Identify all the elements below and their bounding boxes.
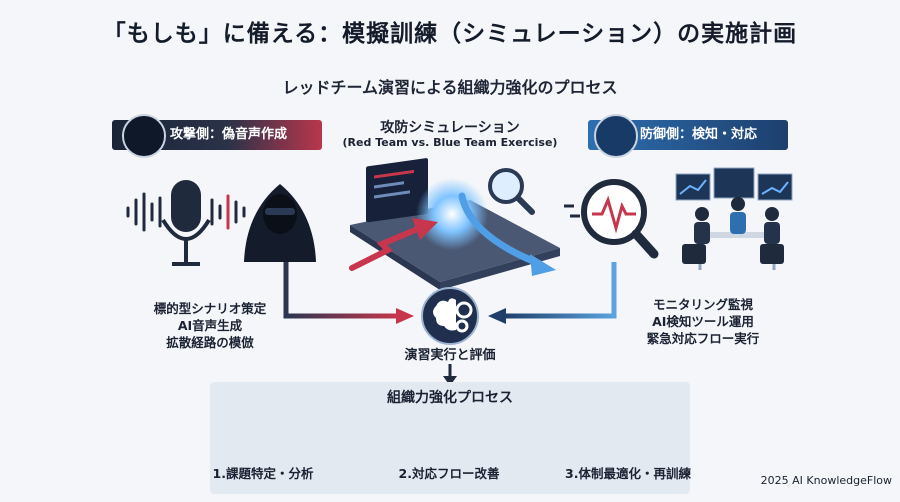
red-attack-bolt-head [412, 218, 438, 240]
defense-flow-arrowhead [488, 308, 506, 324]
page-title: 「もしも」に備える：模擬訓練（シミュレーション）の実施計画 [102, 21, 798, 47]
process-step-1: 1.課題特定・分析 [212, 466, 314, 481]
process-title: 組織力強化プロセス [387, 390, 513, 406]
detection-magnifier-icon [564, 179, 659, 259]
execution-label: 演習実行と評価 [404, 348, 496, 363]
simulation-subtitle: (Red Team vs. Blue Team Exercise) [342, 136, 558, 149]
attack-side-label: 攻撃側：偽音声作成 [170, 127, 288, 142]
page-subtitle: レッドチーム演習による組織力強化のプロセス [282, 78, 618, 97]
security-team-icon [675, 167, 793, 270]
hacker-icon [244, 184, 316, 262]
evaluation-brain-gear-icon [421, 287, 479, 345]
process-panel [210, 382, 690, 494]
hacker-badge-icon [122, 114, 166, 158]
attack-flow-arrowhead [396, 308, 414, 324]
defense-item: 緊急対応フロー実行 [646, 331, 760, 346]
microphone-icon [161, 180, 211, 266]
attack-side-banner: 攻撃側：偽音声作成 [112, 114, 322, 158]
attack-item: 拡散経路の模倣 [166, 335, 254, 350]
credit-text: 2025 AI KnowledgeFlow [760, 474, 892, 487]
defense-item: AI検知ツール運用 [652, 314, 754, 329]
attack-item-list: 標的型シナリオ策定 AI音声生成 拡散経路の模倣 [140, 300, 280, 351]
process-step-2: 2.対応フロー改善 [398, 466, 500, 481]
attack-item: 標的型シナリオ策定 [153, 301, 267, 316]
shield-icon [594, 114, 638, 158]
red-attack-bolt [349, 225, 423, 271]
blue-defense-swoosh-head [530, 254, 556, 276]
attack-item: AI音声生成 [177, 318, 243, 333]
defense-side-label: 防御側：検知・対応 [640, 127, 758, 142]
simulation-title: 攻防シミュレーション [380, 120, 520, 136]
sound-wave-icon [126, 192, 246, 232]
defense-item-list: モニタリング監視 AI検知ツール運用 緊急対応フロー実行 [628, 296, 778, 347]
magnifier-icon [488, 168, 535, 215]
down-flow-arrowhead [443, 376, 457, 386]
defense-item: モニタリング監視 [652, 297, 753, 312]
defense-side-banner: 防御側：検知・対応 [588, 114, 788, 158]
defense-flow-arrow [504, 262, 617, 319]
clash-glow [416, 178, 488, 250]
process-step-3: 3.体制最適化・再訓練 [565, 466, 691, 481]
attack-flow-arrow [283, 262, 398, 319]
blue-defense-swoosh [458, 192, 544, 268]
